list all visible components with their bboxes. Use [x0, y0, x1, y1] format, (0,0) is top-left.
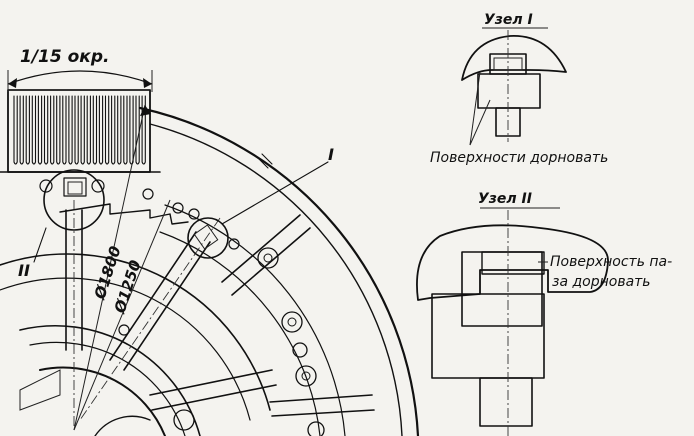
- slot-tooth: [56, 95, 61, 165]
- node-2-detail: [416, 207, 609, 436]
- slot-tooth: [92, 95, 98, 165]
- slot-tooth: [62, 95, 67, 165]
- node-1-leader: [221, 161, 329, 225]
- node-1-mark: I: [328, 145, 334, 164]
- slot-tooth: [98, 95, 104, 165]
- slot-tooth: [31, 95, 37, 165]
- node-2-leader: [33, 227, 47, 263]
- slot-tooth: [68, 95, 73, 165]
- wheel-view: [0, 104, 420, 436]
- slot-tooth: [123, 95, 128, 165]
- slot-tooth: [104, 95, 110, 165]
- spoke-ring-arc: [164, 204, 346, 436]
- slot-tooth: [74, 95, 79, 165]
- middle-ring-arc: [159, 231, 321, 436]
- spoke-diagonal-3: [149, 369, 277, 411]
- bore-arc: [39, 366, 166, 436]
- center-bore-arc: [94, 415, 151, 436]
- slot-tooth: [117, 95, 122, 165]
- node-2-circle: [43, 169, 105, 231]
- fraction-dimension-arc: [7, 70, 153, 85]
- slot-tooth: [80, 95, 85, 165]
- slot-teeth: [13, 95, 146, 165]
- spoke-vertical: [65, 200, 83, 430]
- hub-inner-arc: [29, 341, 186, 436]
- node-1-note: Поверхности дорновать: [430, 150, 608, 166]
- spoke-diagonal-2: [221, 214, 311, 296]
- hub-outer-arc: [19, 325, 201, 436]
- slot-tooth: [43, 95, 49, 165]
- hub-ring-arc: [0, 253, 271, 411]
- slot-segment: [0, 70, 161, 173]
- node-1-circle: [187, 217, 229, 259]
- node-2-mark: II: [18, 261, 30, 280]
- fraction-label: 1/15 окр.: [20, 47, 109, 67]
- slot-tooth: [13, 95, 18, 165]
- node-1-title: Узел I: [484, 12, 533, 28]
- slot-tooth: [135, 95, 140, 165]
- node-1-detail: [461, 27, 567, 146]
- spoke-lower: [269, 394, 375, 417]
- node-2-title: Узел II: [478, 191, 532, 207]
- stepped-rim: [59, 203, 189, 225]
- hub-section-hatch: [19, 369, 61, 411]
- slot-tooth: [111, 95, 116, 165]
- break-mark: [257, 157, 269, 169]
- slot-tooth: [37, 95, 43, 165]
- diameter-leader-1250: [73, 199, 171, 431]
- bolt-group: [118, 188, 325, 436]
- slot-tooth: [50, 95, 55, 165]
- node-2-note-line1: Поверхность па-: [550, 254, 672, 270]
- slot-tooth: [129, 95, 134, 165]
- outer-rim-arc-inner: [149, 123, 403, 436]
- slot-tooth: [19, 95, 24, 165]
- slot-tooth: [25, 95, 30, 165]
- outer-rim-arc: [138, 106, 420, 436]
- slot-tooth: [86, 95, 91, 165]
- spoke-diagonal-1: [79, 217, 221, 421]
- slot-tooth: [141, 95, 146, 165]
- node-2-note-line2: за дорновать: [552, 274, 651, 290]
